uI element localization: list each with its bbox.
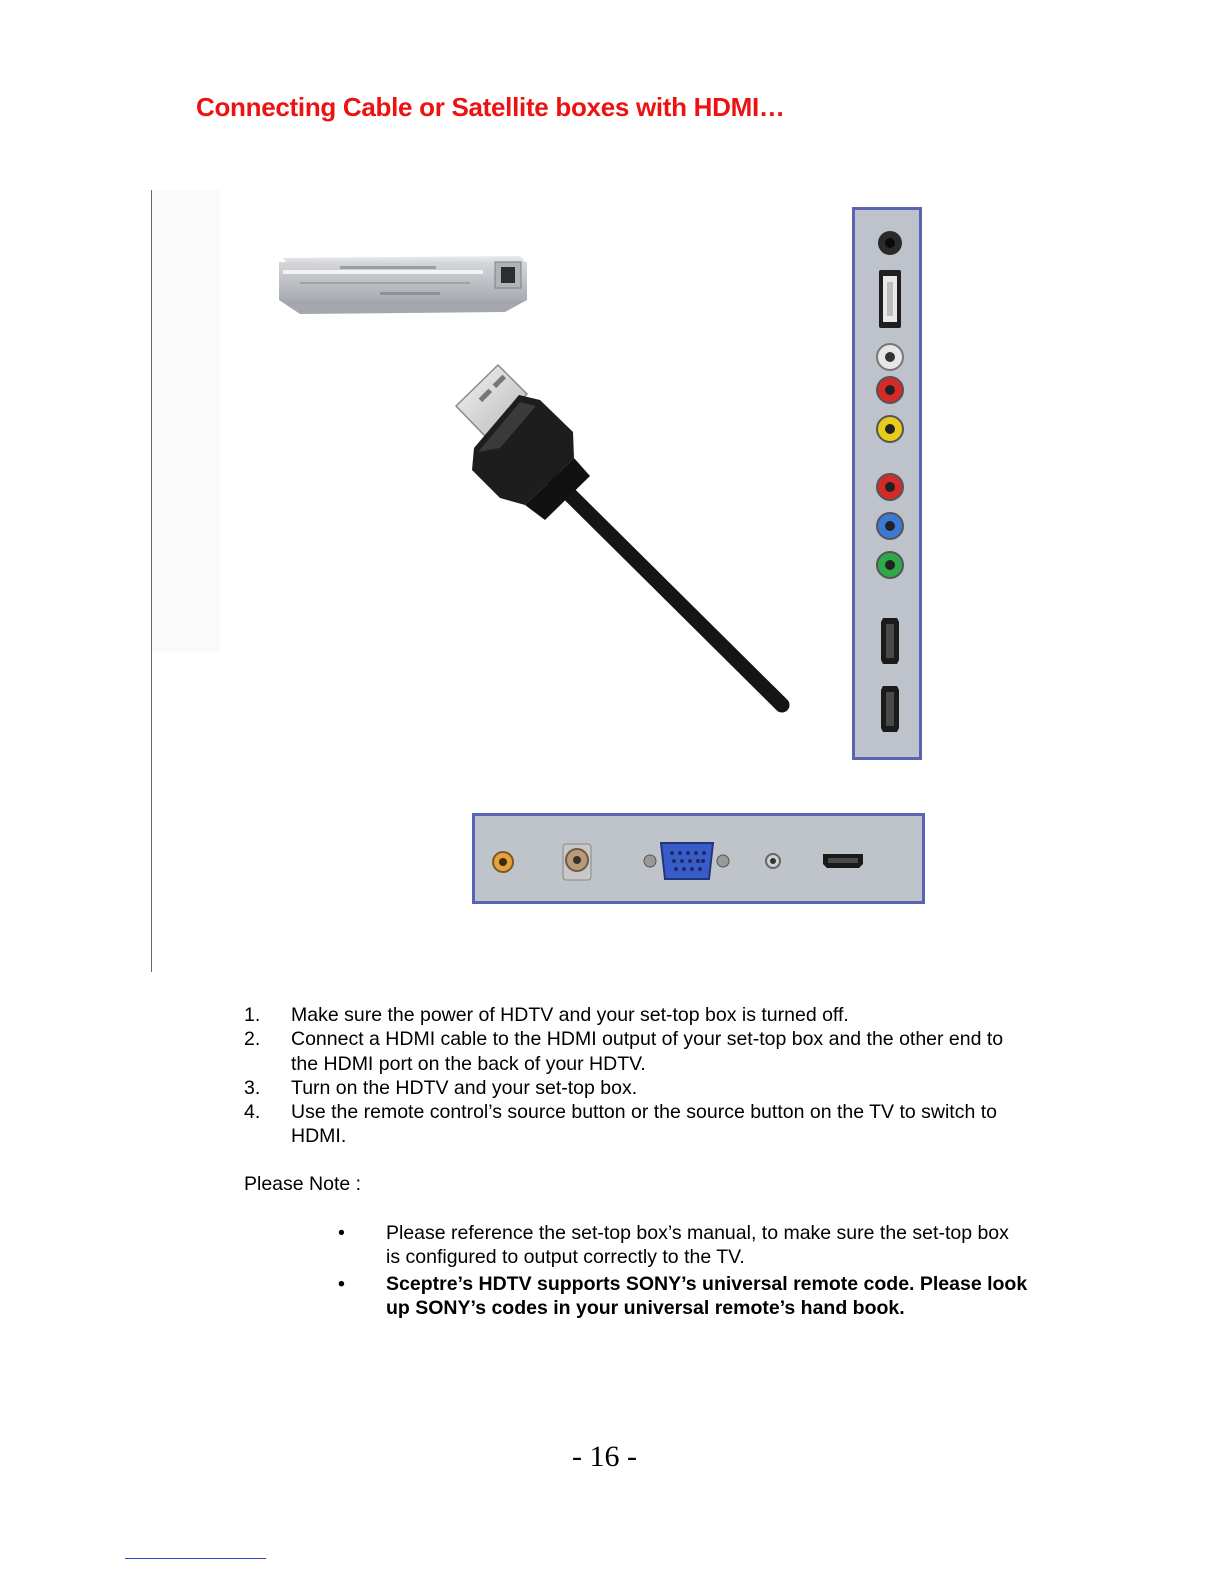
figure-border-line xyxy=(151,190,152,972)
hdmi-cable-icon xyxy=(454,363,790,713)
hdmi-port-1 xyxy=(881,618,899,664)
set-top-box-icon xyxy=(279,256,527,314)
step-item: 4. Use the remote control’s source butto… xyxy=(244,1100,1024,1149)
earphone-jack xyxy=(878,231,902,255)
tv-side-panel-icon xyxy=(852,207,922,760)
note-text: Sceptre’s HDTV supports SONY’s universal… xyxy=(386,1272,1028,1319)
component-red xyxy=(876,473,904,501)
step-text: Turn on the HDTV and your set-top box. xyxy=(291,1076,638,1099)
step-number: 1. xyxy=(244,1004,261,1026)
step-item: 3. Turn on the HDTV and your set-top box… xyxy=(244,1076,1024,1100)
step-item: 1. Make sure the power of HDTV and your … xyxy=(244,1003,1024,1027)
note-bullet-item: • Please reference the set-top box’s man… xyxy=(338,1221,1028,1270)
page-number: - 16 - xyxy=(572,1440,637,1473)
bullet-mark: • xyxy=(338,1272,345,1295)
step-text: Use the remote control’s source button o… xyxy=(291,1101,997,1148)
note-bullets: • Please reference the set-top box’s man… xyxy=(338,1221,1028,1320)
step-item: 2. Connect a HDMI cable to the HDMI outp… xyxy=(244,1027,1024,1076)
step-number: 3. xyxy=(244,1076,261,1099)
steps-list: 1. Make sure the power of HDTV and your … xyxy=(244,1003,1024,1149)
step-text: Make sure the power of HDTV and your set… xyxy=(291,1004,849,1026)
hdmi-port-3 xyxy=(823,854,863,868)
rca-white xyxy=(876,343,904,371)
component-green xyxy=(876,551,904,579)
spdif-port xyxy=(492,851,514,873)
footer-rule xyxy=(125,1558,266,1559)
usb-port xyxy=(879,270,901,328)
note-label: Please Note : xyxy=(244,1173,362,1195)
step-text: Connect a HDMI cable to the HDMI output … xyxy=(291,1028,1004,1075)
section-title: Connecting Cable or Satellite boxes with… xyxy=(196,92,785,122)
rca-yellow xyxy=(876,415,904,443)
audio-jack xyxy=(765,853,781,869)
tv-bottom-panel-icon xyxy=(472,813,925,904)
note-bullet-item: • Sceptre’s HDTV supports SONY’s univers… xyxy=(338,1272,1028,1321)
hdmi-port-2 xyxy=(881,686,899,732)
bullet-mark: • xyxy=(338,1222,345,1244)
rca-red xyxy=(876,376,904,404)
connection-illustration xyxy=(279,256,790,713)
note-text: Please reference the set-top box’s manua… xyxy=(386,1222,1009,1269)
figure-background xyxy=(152,190,220,652)
vga-port xyxy=(643,842,730,880)
step-number: 4. xyxy=(244,1101,261,1124)
step-number: 2. xyxy=(244,1028,261,1051)
component-blue xyxy=(876,512,904,540)
coax-port xyxy=(562,843,592,881)
